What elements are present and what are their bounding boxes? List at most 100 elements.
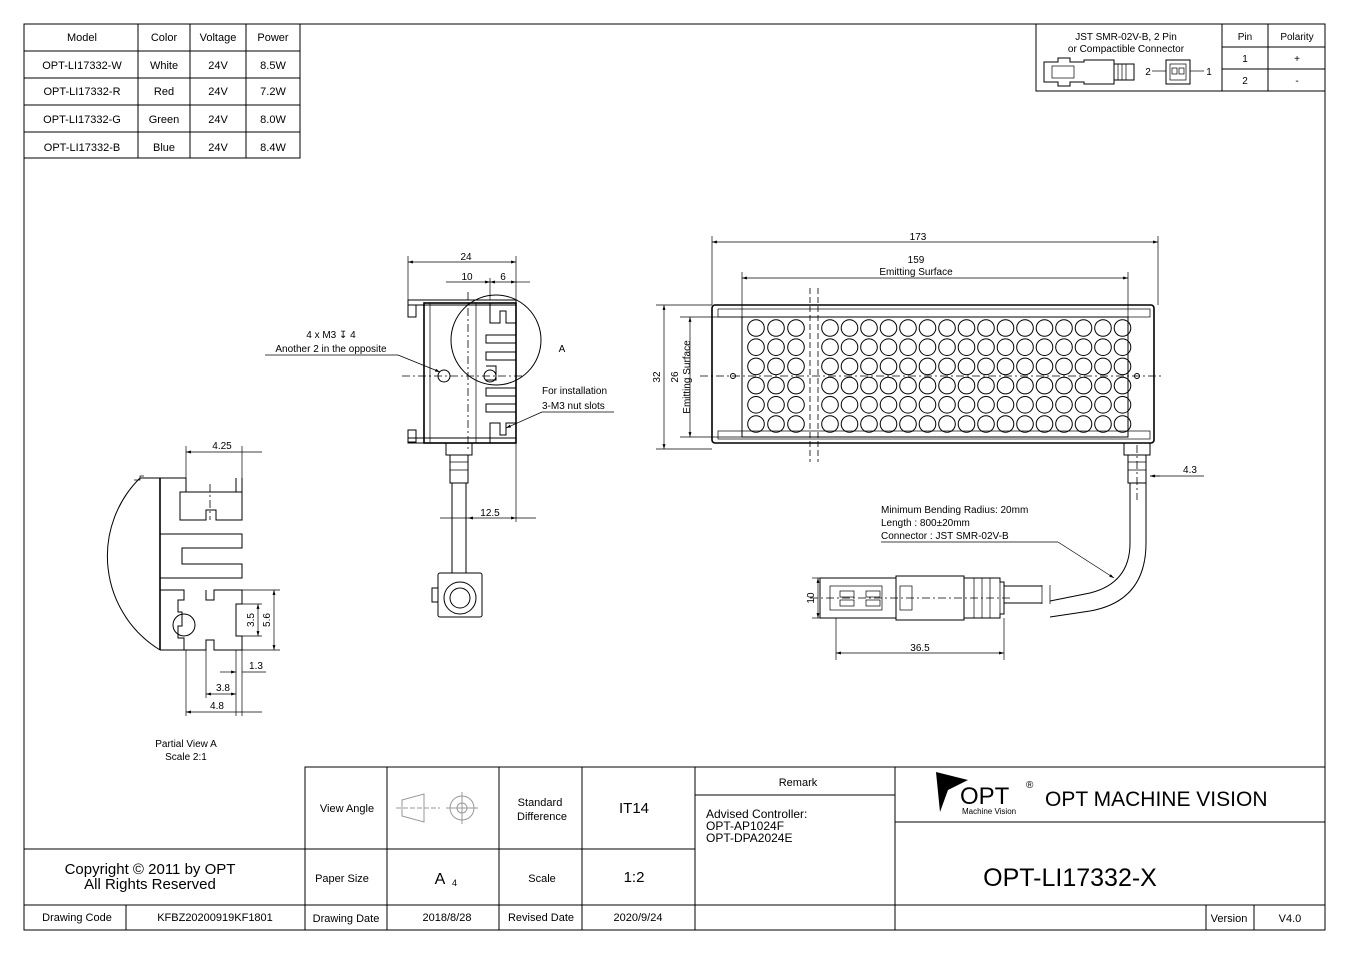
dim-4-25: 4.25 — [212, 441, 232, 452]
copyright-1: Copyright © 2011 by OPT — [65, 861, 236, 878]
led-icon — [899, 357, 917, 376]
led-icon — [1074, 396, 1093, 414]
models-cell: Green — [149, 114, 180, 126]
led-icon — [1094, 319, 1112, 337]
led-icon — [1035, 338, 1054, 357]
it-grade: IT14 — [619, 800, 649, 817]
led-icon — [879, 338, 898, 357]
cable-note-3: Connector : JST SMR-02V-B — [881, 531, 1009, 542]
led-icon — [899, 396, 917, 414]
led-icon — [1035, 396, 1054, 414]
led-icon — [1016, 396, 1034, 414]
led-icon — [787, 415, 805, 433]
standard-difference-1: Standard — [518, 797, 563, 809]
scale-value: 1:2 — [624, 869, 645, 886]
led-icon — [1094, 357, 1112, 376]
led-icon — [860, 338, 878, 357]
models-table: Model Color Voltage Power OPT-LI17332-W … — [23, 23, 301, 159]
advised-controller-3: OPT-DPA2024E — [706, 831, 792, 845]
connector-table: JST SMR-02V-B, 2 Pin or Compactible Conn… — [1035, 23, 1326, 92]
models-cell: OPT-LI17332-B — [44, 142, 120, 154]
led-icon — [1074, 415, 1093, 433]
led-icon — [899, 415, 917, 433]
models-cell: OPT-LI17332-W — [42, 60, 122, 72]
revised-date-label: Revised Date — [508, 912, 574, 924]
led-icon — [938, 396, 956, 414]
led-icon — [821, 319, 839, 337]
emitting-surface-label: Emitting Surface — [879, 267, 953, 278]
models-cell: White — [150, 60, 178, 72]
version-label: Version — [1211, 913, 1248, 925]
drawing-code-label: Drawing Code — [42, 912, 112, 924]
led-icon — [1113, 376, 1132, 395]
dim-159: 159 — [908, 255, 925, 266]
connector-cell: + — [1294, 54, 1300, 65]
dim-36-5: 36.5 — [910, 643, 930, 654]
led-icon — [840, 357, 859, 376]
led-icon — [860, 357, 878, 376]
drawing-date-label: Drawing Date — [313, 913, 380, 925]
connector-cell: - — [1295, 76, 1298, 87]
mount-hole-icon — [730, 373, 736, 379]
led-icon — [1094, 415, 1112, 433]
screw-note: 4 x M3 ↧ 4 — [306, 330, 356, 341]
led-icon — [1035, 319, 1054, 337]
led-icon — [899, 338, 917, 357]
models-cell: 8.0W — [260, 114, 286, 126]
led-icon — [918, 415, 937, 433]
led-icon — [747, 319, 765, 337]
led-icon — [840, 376, 859, 395]
led-icon — [1055, 376, 1073, 395]
led-icon — [767, 357, 785, 376]
partial-view-scale: Scale 2:1 — [165, 752, 207, 763]
led-icon — [840, 338, 859, 357]
models-cell: OPT-LI17332-R — [43, 86, 120, 98]
scale-label: Scale — [528, 873, 556, 885]
logo-subtitle: Machine Vision — [962, 807, 1016, 816]
led-icon — [918, 319, 937, 337]
models-cell: Red — [154, 86, 174, 98]
logo-registered: ® — [1026, 780, 1034, 791]
models-cell: 24V — [208, 60, 228, 72]
connector-pin-header: Pin — [1238, 32, 1252, 43]
models-cell: 8.5W — [260, 60, 286, 72]
led-icon — [1094, 396, 1112, 414]
led-icon — [996, 357, 1015, 376]
led-icon — [860, 415, 878, 433]
models-header-model: Model — [67, 32, 97, 44]
view-angle-label: View Angle — [320, 803, 374, 815]
led-icon — [996, 415, 1015, 433]
models-header-color: Color — [151, 32, 178, 44]
led-icon — [1094, 376, 1112, 395]
models-cell: 24V — [208, 142, 228, 154]
led-icon — [1113, 338, 1132, 357]
dim-5-6: 5.6 — [262, 613, 273, 627]
led-icon — [1035, 415, 1054, 433]
led-icon — [918, 396, 937, 414]
led-icon — [1074, 376, 1093, 395]
led-icon — [938, 415, 956, 433]
led-icon — [767, 415, 785, 433]
led-icon — [821, 415, 839, 433]
led-icon — [879, 396, 898, 414]
title-block: View Angle Standard Difference IT14 Rema… — [24, 766, 1326, 931]
led-icon — [957, 319, 976, 337]
cable-note-2: Length : 800±20mm — [881, 518, 970, 529]
led-icon — [1113, 415, 1132, 433]
led-icon — [957, 396, 976, 414]
dim-3-5: 3.5 — [246, 613, 257, 627]
led-icon — [747, 376, 765, 395]
connector-pin-2-label: 2 — [1145, 67, 1151, 78]
models-cell: 7.2W — [260, 86, 286, 98]
models-cell: 8.4W — [260, 142, 286, 154]
led-icon — [918, 338, 937, 357]
dim-24: 24 — [460, 252, 472, 263]
led-icon — [747, 357, 765, 376]
led-icon — [879, 357, 898, 376]
front-view: 173 159 Emitting Surface 32 26 Emitting … — [652, 232, 1204, 660]
models-header-power: Power — [257, 32, 289, 44]
led-icon — [821, 338, 839, 357]
dim-3-8: 3.8 — [216, 683, 230, 694]
led-icon — [938, 357, 956, 376]
